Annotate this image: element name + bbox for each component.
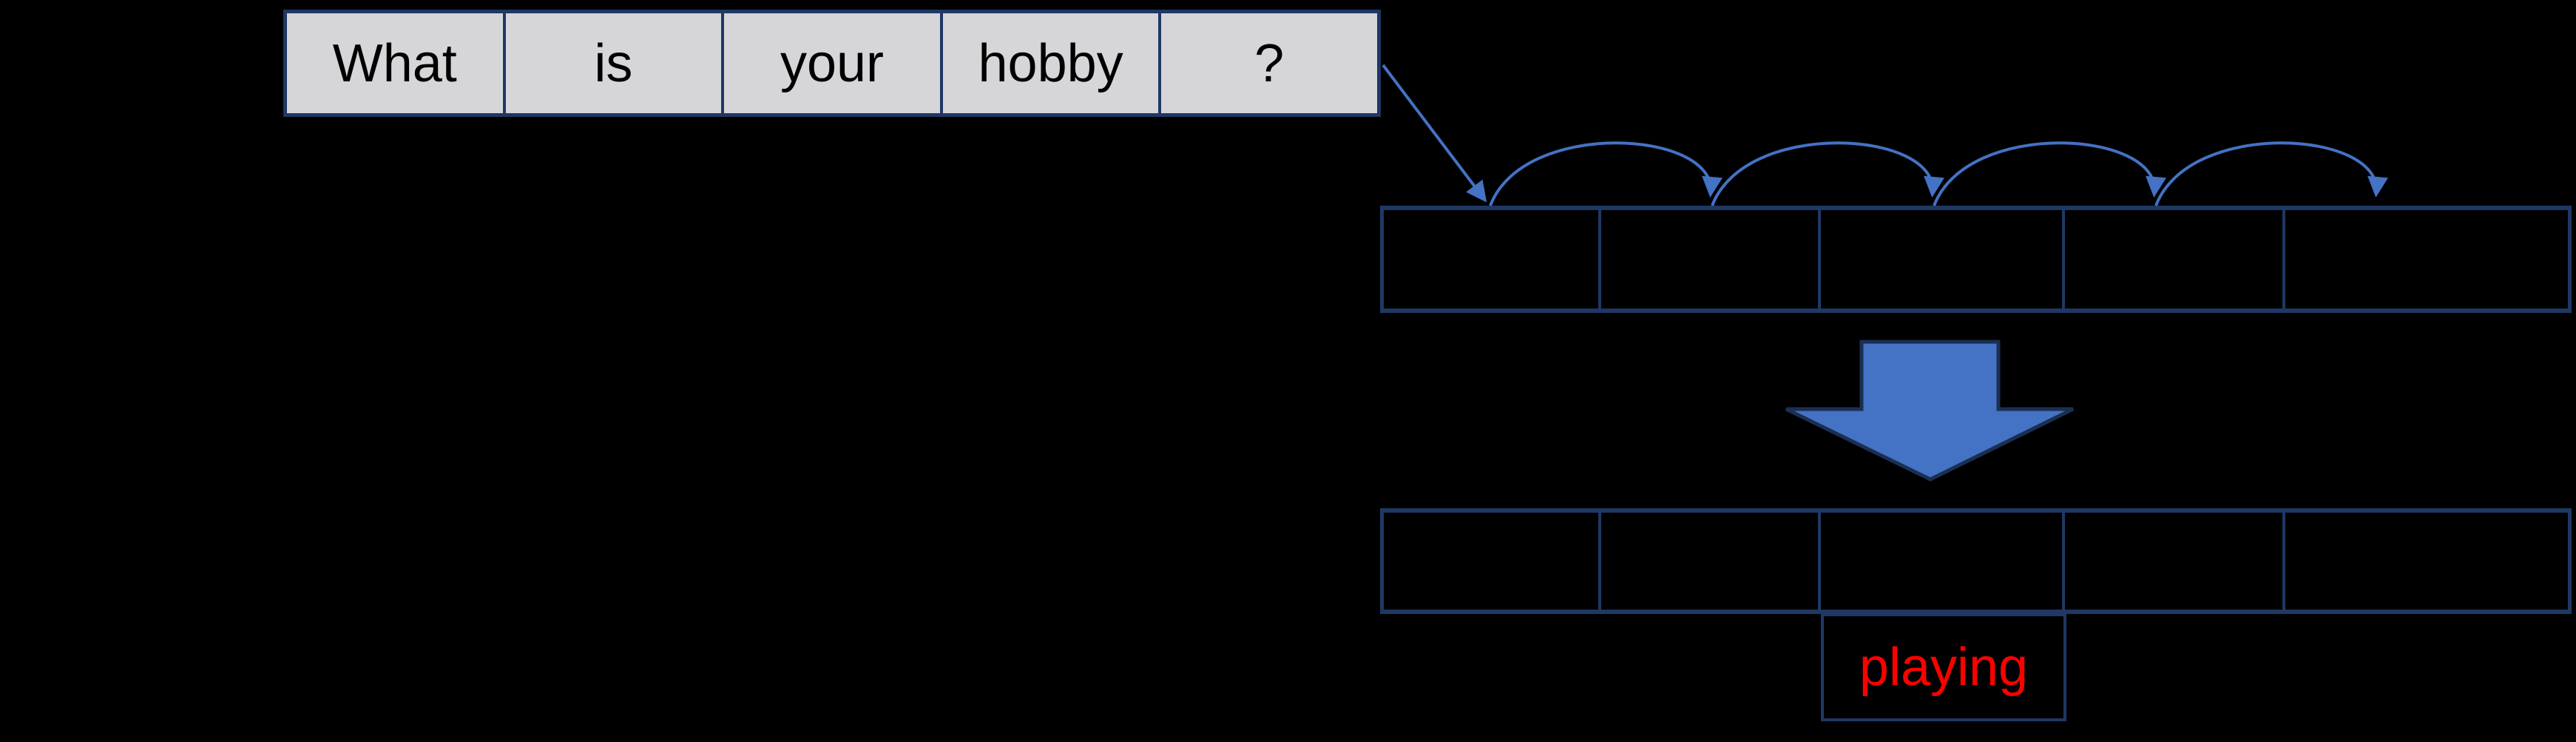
word-cell-what: What bbox=[287, 13, 506, 113]
output-cell-2 bbox=[1601, 513, 1821, 610]
output-cell-3 bbox=[1821, 513, 2065, 610]
arc-hop-arrow-icon-2 bbox=[1711, 141, 1944, 206]
hidden-state-row bbox=[1380, 206, 2572, 313]
output-row bbox=[1380, 508, 2572, 614]
sentence-row: What is your hobby ? bbox=[283, 10, 1381, 117]
word-cell-your: your bbox=[724, 13, 943, 113]
word-cell-is: is bbox=[506, 13, 725, 113]
hidden-cell-5 bbox=[2285, 210, 2568, 308]
prediction-label: playing bbox=[1859, 638, 2029, 697]
arc-hop-arrow-icon-4 bbox=[2154, 141, 2388, 206]
output-cell-5 bbox=[2285, 513, 2568, 610]
output-cell-1 bbox=[1384, 513, 1601, 610]
diagonal-arrow-icon bbox=[1382, 64, 1487, 203]
word-cell-hobby: hobby bbox=[943, 13, 1162, 113]
output-cell-4 bbox=[2065, 513, 2285, 610]
hidden-cell-2 bbox=[1601, 210, 1821, 308]
prediction-box: playing bbox=[1821, 613, 2066, 721]
hidden-cell-3 bbox=[1821, 210, 2065, 308]
word-cell-question-mark: ? bbox=[1254, 33, 1285, 93]
block-down-arrow-icon bbox=[1785, 340, 2075, 482]
hidden-cell-4 bbox=[2065, 210, 2285, 308]
arc-hop-arrow-icon-1 bbox=[1489, 141, 1723, 206]
hidden-cell-1 bbox=[1384, 210, 1601, 308]
arc-hop-arrow-icon-3 bbox=[1933, 141, 2166, 206]
